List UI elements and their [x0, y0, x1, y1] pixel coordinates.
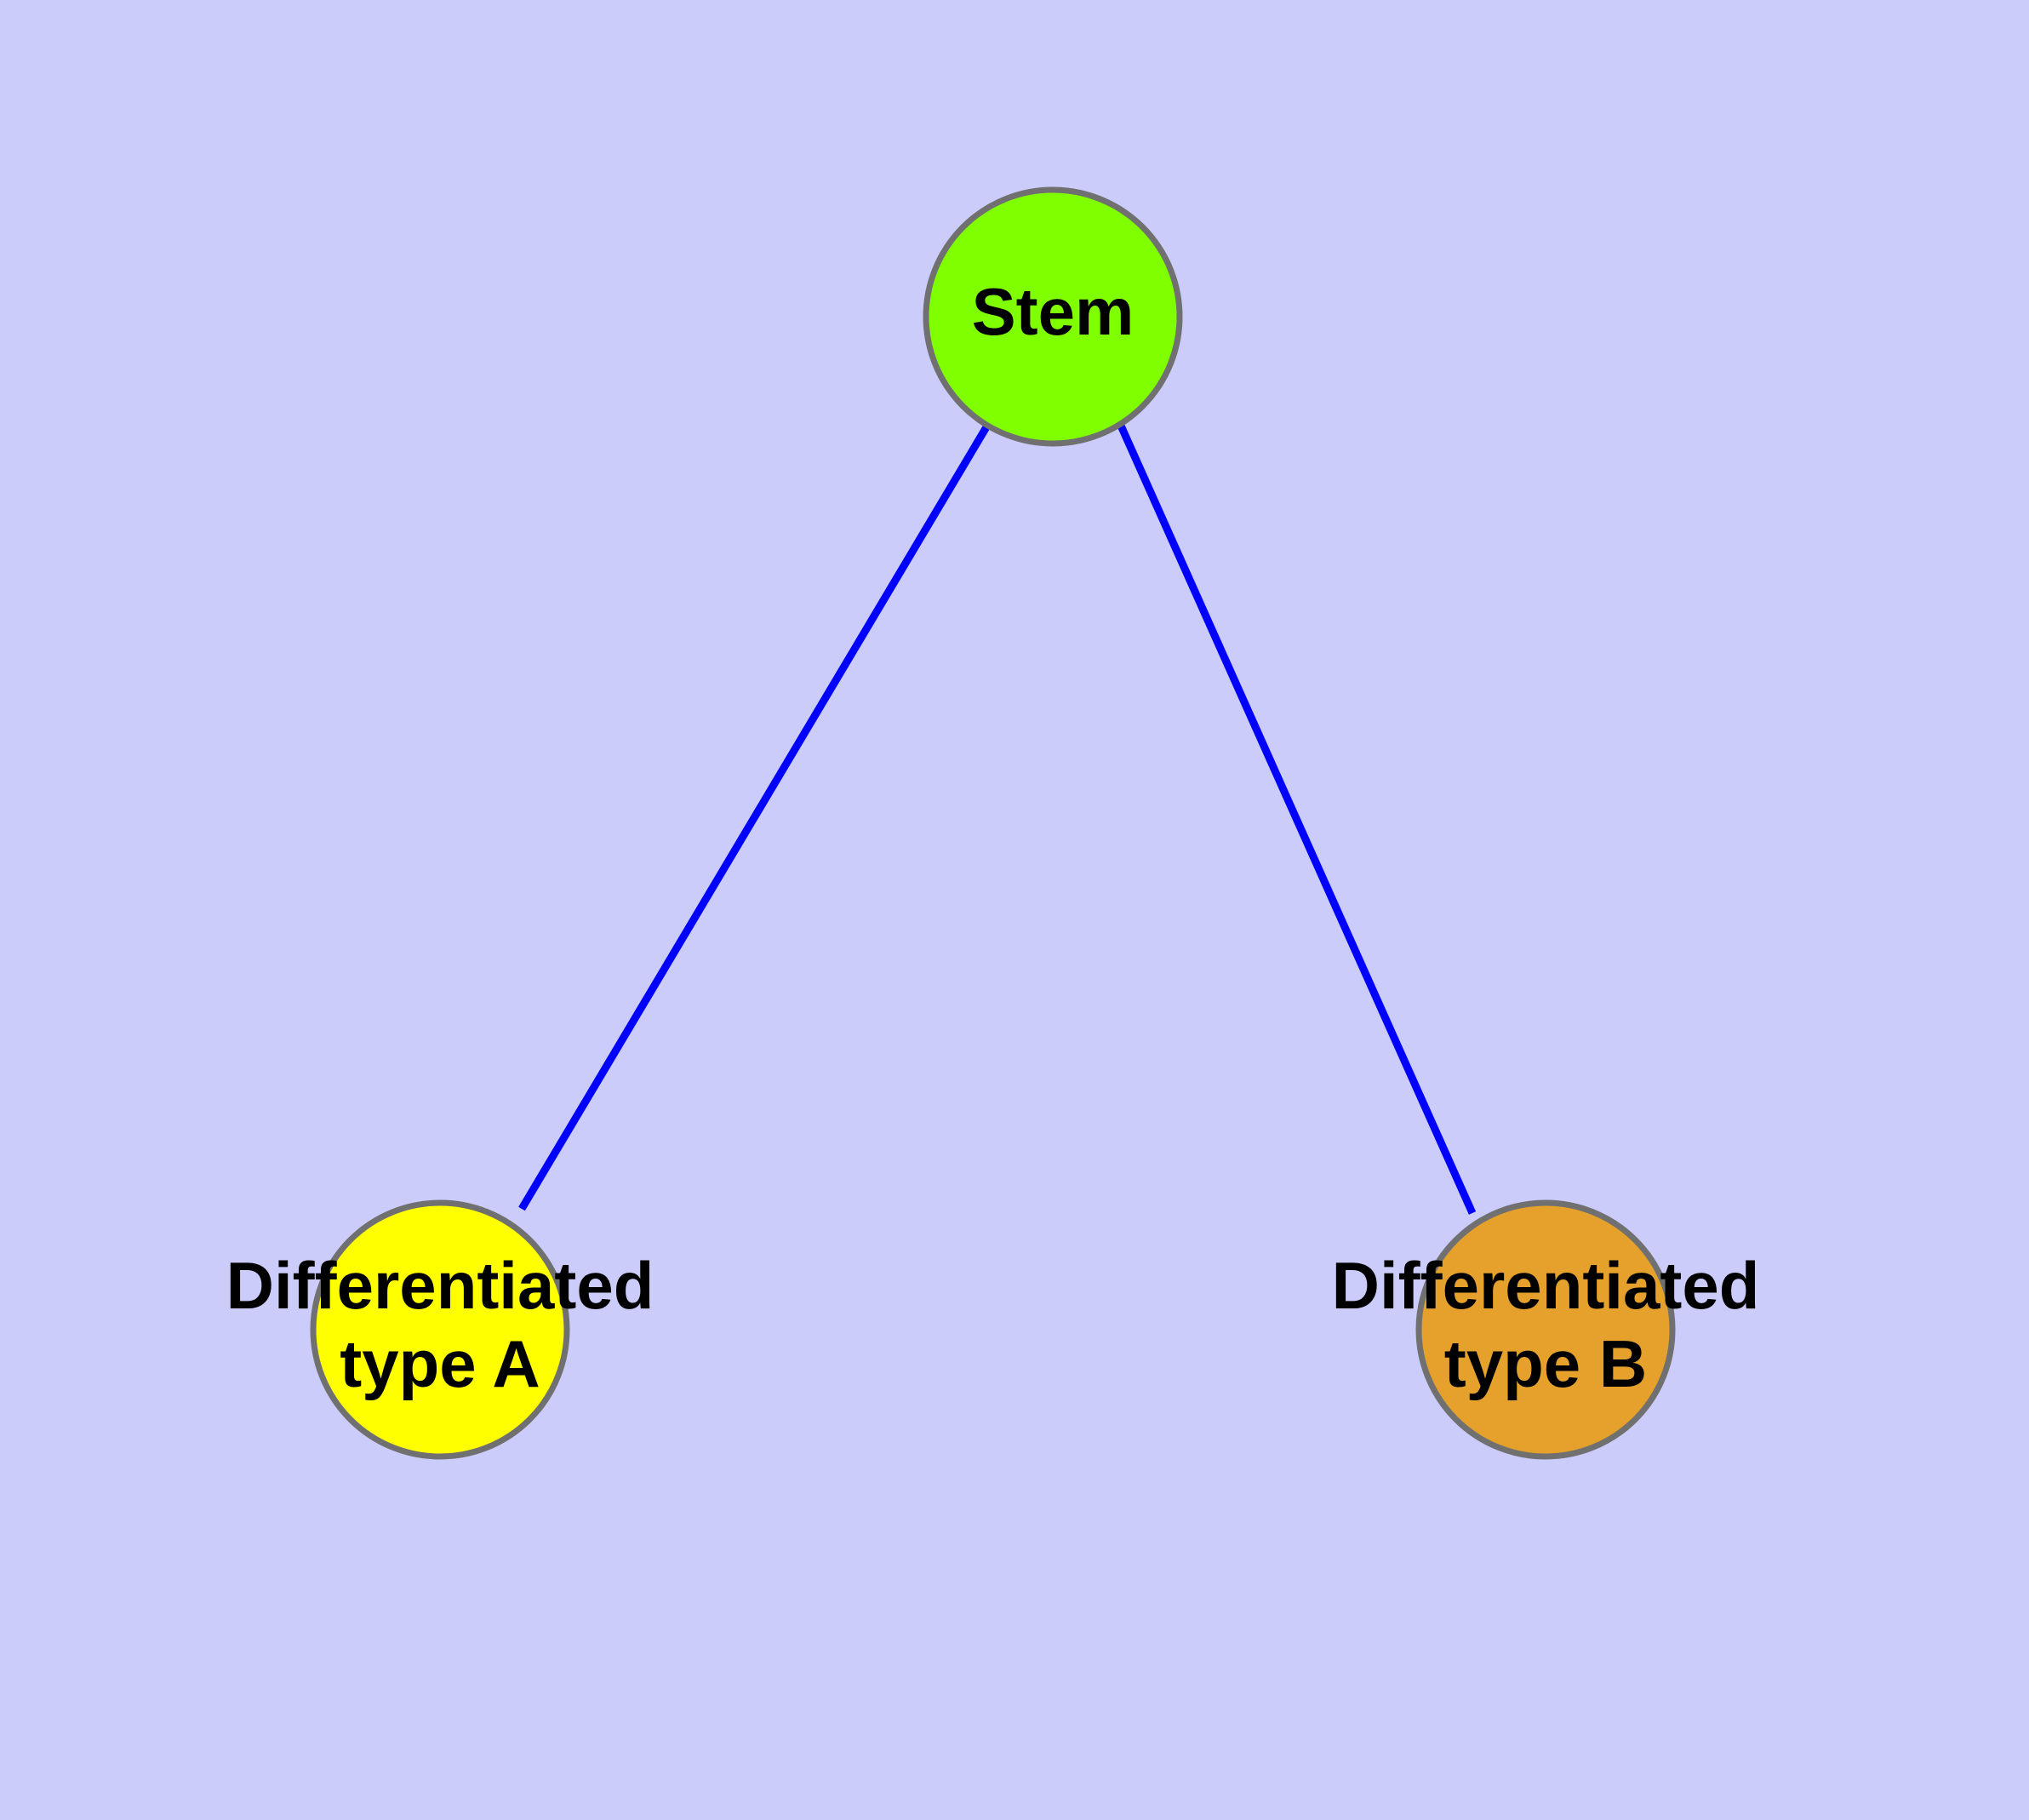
node-differentiated-type-b-circle[interactable] — [1415, 1199, 1676, 1460]
edge-stem-to-differentiated-type-a[interactable] — [518, 423, 991, 1211]
node-layer — [310, 186, 1676, 1460]
node-stem-circle[interactable] — [923, 186, 1183, 447]
node-stem-label: Stem — [972, 274, 1135, 349]
node-label-line: Differentiated — [1332, 1248, 1760, 1323]
node-differentiated-type-a[interactable] — [310, 1199, 570, 1460]
node-differentiated-type-b[interactable] — [1415, 1199, 1676, 1460]
node-stem[interactable] — [923, 186, 1183, 447]
node-label-line: type A — [340, 1326, 540, 1401]
node-label-line: type B — [1444, 1326, 1647, 1401]
node-label-line: Stem — [972, 274, 1135, 349]
edge-stem-to-differentiated-type-b[interactable] — [1117, 424, 1477, 1215]
node-label-line: Differentiated — [226, 1248, 654, 1323]
node-differentiated-type-a-circle[interactable] — [310, 1199, 570, 1460]
edge-layer — [518, 423, 1477, 1215]
